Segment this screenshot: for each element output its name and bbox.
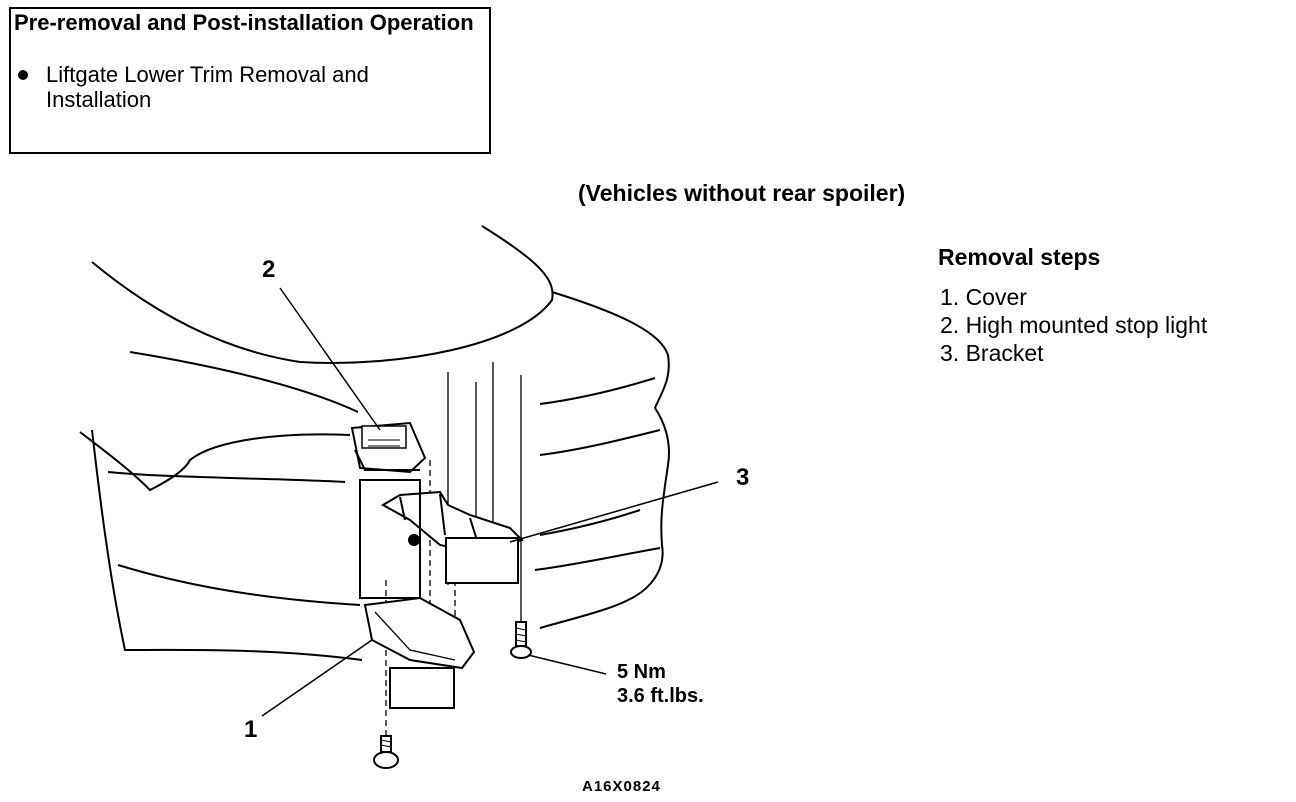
screw-bottom bbox=[373, 735, 399, 769]
operation-box-item: Liftgate Lower Trim Removal and Installa… bbox=[14, 62, 454, 112]
removal-step: 1. Cover bbox=[940, 284, 1027, 310]
removal-steps-list: 1. Cover 2. High mounted stop light 3. B… bbox=[940, 283, 1207, 367]
leader-line-torque bbox=[527, 654, 607, 675]
bumper-lower-curve bbox=[107, 471, 346, 483]
torque-spec: 5 Nm 3.6 ft.lbs. bbox=[617, 660, 704, 708]
bumper-upper-curve bbox=[79, 431, 351, 492]
leader-line-3 bbox=[509, 481, 719, 543]
leader-line-1 bbox=[261, 639, 373, 717]
liftgate-upper-contour bbox=[91, 225, 554, 364]
callout-1: 1 bbox=[244, 716, 258, 743]
figure-id: A16X0824 bbox=[582, 778, 661, 795]
cover-part bbox=[359, 479, 476, 709]
panel-line-1 bbox=[539, 377, 656, 405]
torque-nm: 5 Nm bbox=[617, 661, 666, 683]
panel-line-4 bbox=[539, 509, 641, 536]
callout-3: 3 bbox=[736, 464, 750, 491]
stop-light-part bbox=[350, 421, 427, 474]
torque-ftlbs: 3.6 ft.lbs. bbox=[617, 685, 704, 707]
operation-item-text: Liftgate Lower Trim Removal and Installa… bbox=[46, 62, 369, 112]
removal-step: 3. Bracket bbox=[940, 340, 1044, 366]
body-left-contour bbox=[129, 351, 359, 413]
leader-line-2 bbox=[279, 287, 381, 431]
panel-line-3 bbox=[534, 547, 661, 571]
diagram-subtitle: (Vehicles without rear spoiler) bbox=[578, 180, 906, 206]
bracket-part bbox=[380, 490, 524, 584]
callout-2: 2 bbox=[262, 256, 276, 283]
body-mid-line bbox=[91, 429, 363, 661]
screw-right bbox=[510, 621, 532, 659]
operation-box-title: Pre-removal and Post-installation Operat… bbox=[14, 10, 474, 35]
liftgate-right-contour bbox=[539, 291, 670, 629]
bullet-icon bbox=[18, 70, 28, 80]
body-lower-line bbox=[117, 564, 361, 606]
operation-box bbox=[9, 7, 491, 154]
panel-line-2 bbox=[539, 429, 661, 456]
removal-steps-title: Removal steps bbox=[938, 244, 1101, 270]
removal-step: 2. High mounted stop light bbox=[940, 312, 1208, 338]
